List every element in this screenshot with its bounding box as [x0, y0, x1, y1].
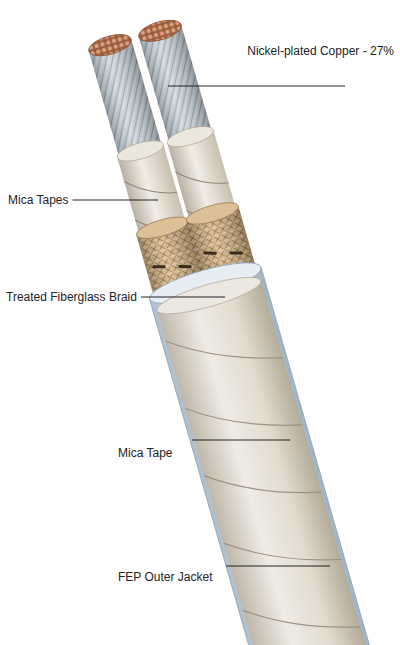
- part-label: Mica Tape: [118, 446, 172, 460]
- leader-line: [72, 200, 158, 201]
- leader-line: [226, 566, 330, 567]
- leader-line: [141, 297, 225, 298]
- part-label: Mica Tapes: [8, 193, 68, 207]
- leader-line: [192, 440, 290, 441]
- part-label: Treated Fiberglass Braid: [6, 290, 137, 304]
- part-label: Nickel-plated Copper - 27%: [247, 44, 394, 58]
- leader-line: [168, 86, 345, 87]
- part-label: FEP Outer Jacket: [118, 570, 212, 584]
